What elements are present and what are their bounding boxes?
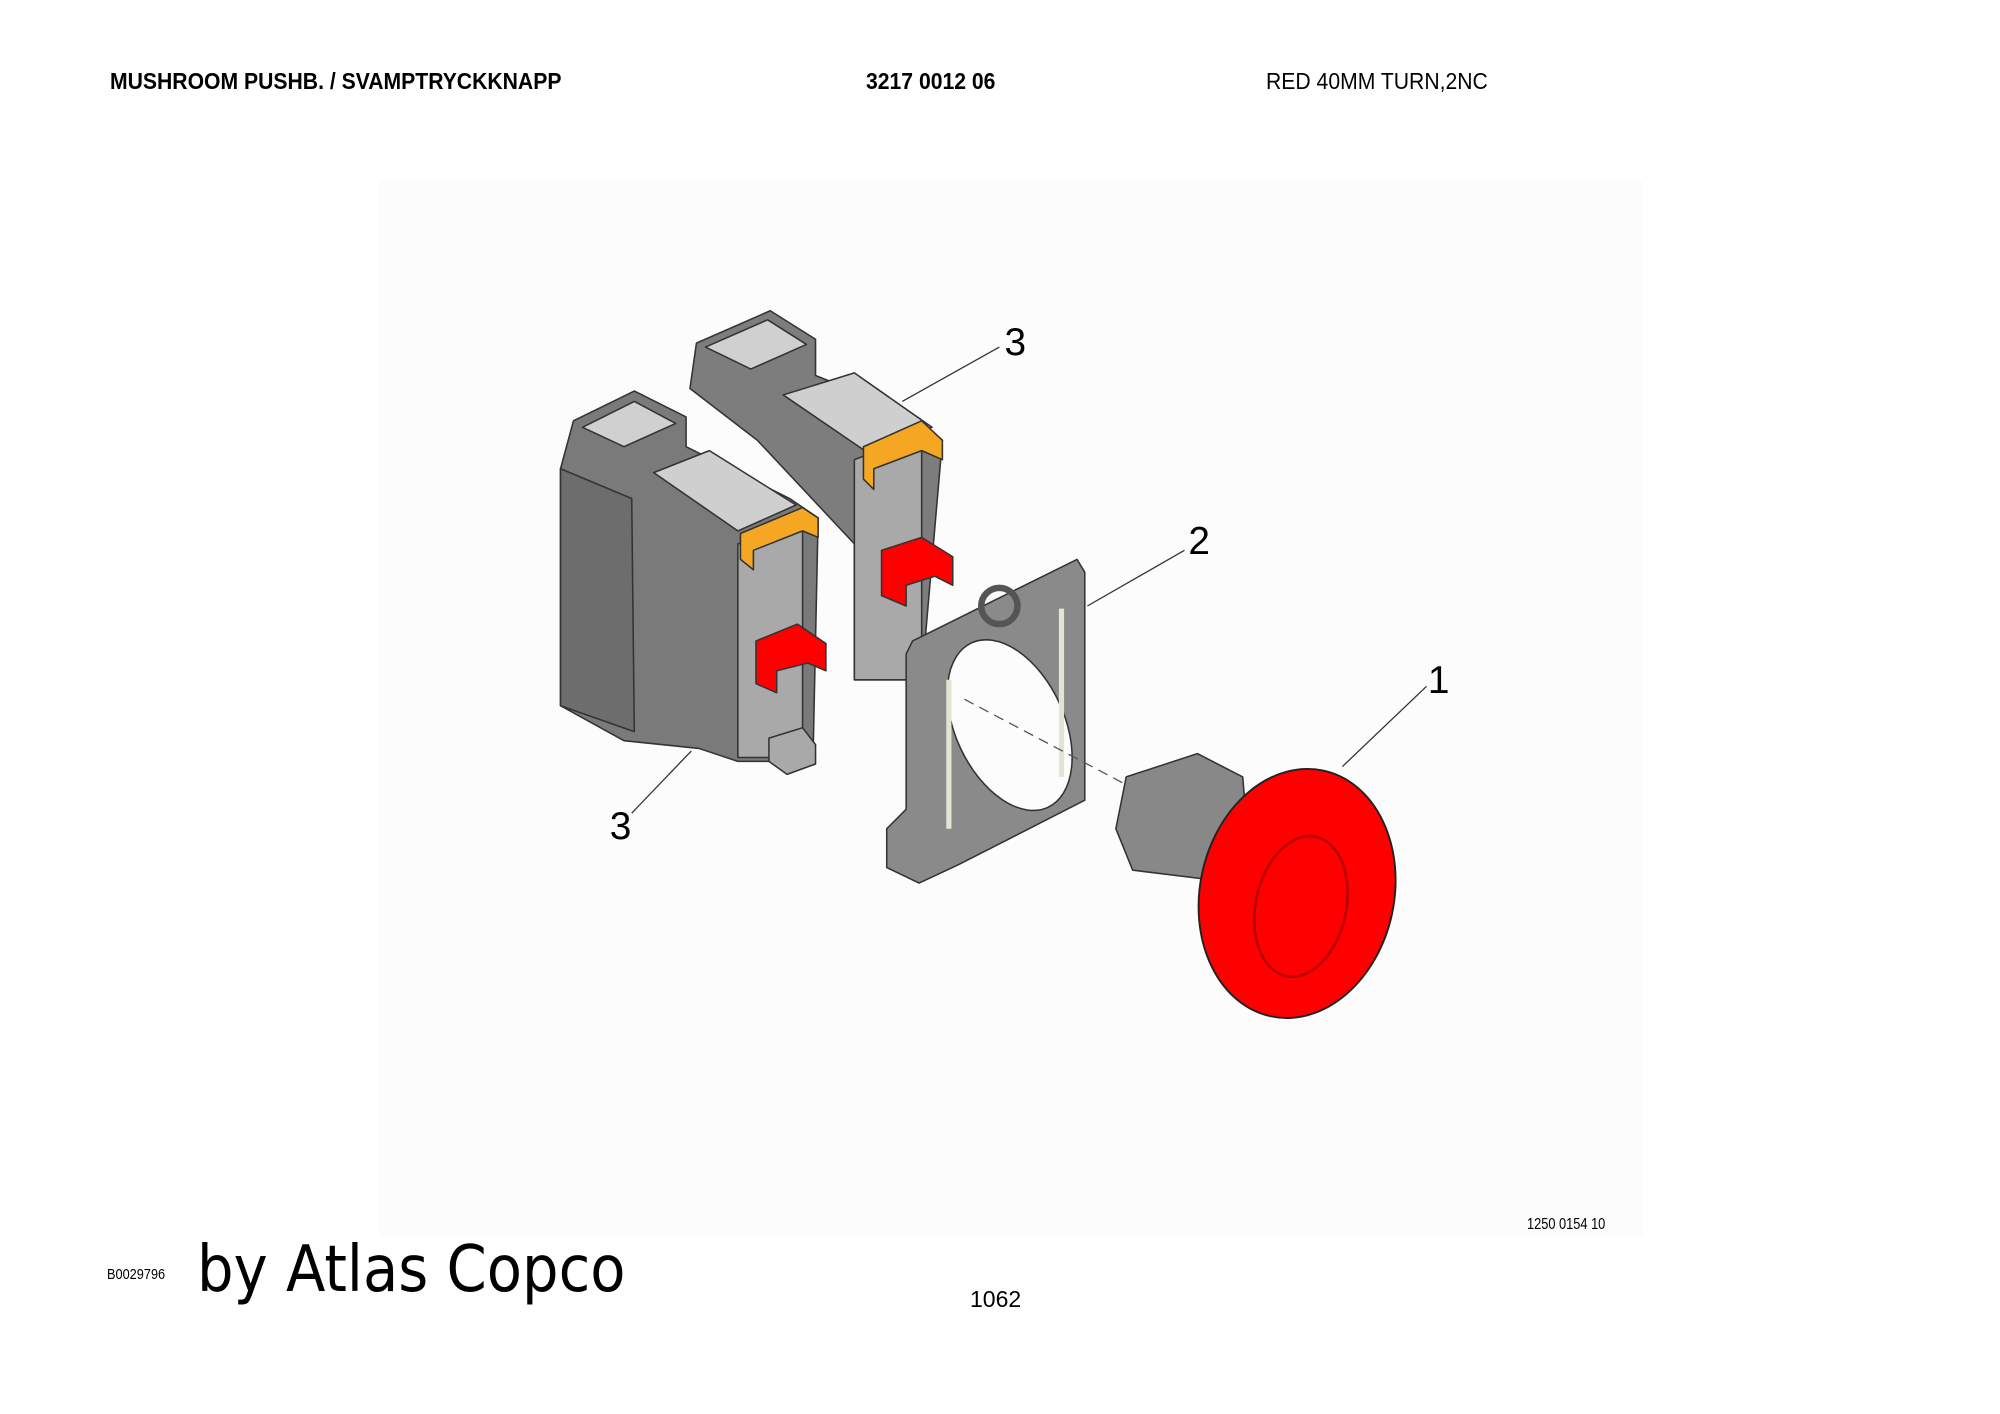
callout-1: 1	[1428, 659, 1450, 702]
callout-3-top: 3	[1005, 321, 1027, 364]
contact-block-back	[689, 309, 954, 681]
callout-3-bottom: 3	[610, 805, 632, 848]
contact-block-front	[559, 390, 827, 776]
document-title: MUSHROOM PUSHB. / SVAMPTRYCKKNAPP	[110, 68, 562, 94]
page-number: 1062	[970, 1286, 1022, 1312]
mushroom-button	[1115, 752, 1397, 1019]
assembly-axis-line	[964, 698, 1127, 786]
brand-text: by Atlas Copco	[197, 1233, 626, 1307]
part-number: 3217 0012 06	[866, 68, 996, 94]
drawing-number: 1250 0154 10	[1527, 1216, 1606, 1233]
footer-code: B0029796	[107, 1266, 166, 1283]
part-description: RED 40MM TURN,2NC	[1266, 68, 1488, 94]
mounting-collar	[885, 558, 1086, 884]
callout-2: 2	[1188, 520, 1210, 563]
